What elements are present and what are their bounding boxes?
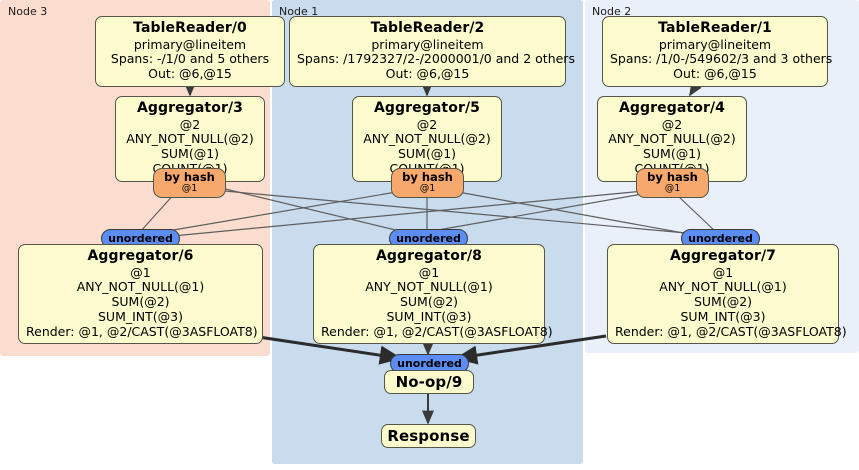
synchronizer-label: unordered bbox=[688, 232, 753, 245]
processor-detail-out: Out: @6,@15 bbox=[385, 66, 470, 81]
processor-title: Response bbox=[387, 426, 470, 445]
processor-title: Aggregator/4 bbox=[618, 100, 725, 116]
processor-detail-agg-2: SUM(@2) bbox=[111, 294, 170, 309]
processor-title: Aggregator/3 bbox=[136, 100, 243, 116]
processor-title: TableReader/0 bbox=[133, 20, 247, 36]
processor-title: Aggregator/7 bbox=[669, 248, 776, 264]
processor-detail-groupcol: @1 bbox=[418, 264, 440, 280]
processor-detail-render: Render: @1, @2/CAST(@3ASFLOAT8) bbox=[26, 323, 258, 339]
router-by-hash-left[interactable]: by hash @1 bbox=[153, 168, 226, 198]
processor-detail-spans: Spans: -/1/0 and 5 others bbox=[110, 51, 270, 67]
router-column: @1 bbox=[664, 182, 681, 194]
processor-title: No-op/9 bbox=[395, 372, 463, 391]
processor-tablereader-0[interactable]: TableReader/0 primary@lineitem Spans: -/… bbox=[95, 16, 285, 87]
processor-detail-table: primary@lineitem bbox=[658, 36, 772, 52]
processor-detail-groupcol: @2 bbox=[179, 116, 201, 132]
processor-detail-agg-3: SUM_INT(@3) bbox=[98, 308, 183, 324]
processor-aggregator-4[interactable]: Aggregator/4 @2 ANY_NOT_NULL(@2) SUM(@1)… bbox=[597, 96, 747, 182]
processor-detail-render: Render: @1, @2/CAST(@3ASFLOAT8) bbox=[321, 323, 553, 339]
router-by-hash-center[interactable]: by hash @1 bbox=[391, 168, 464, 198]
router-label: by hash bbox=[402, 170, 453, 184]
processor-tablereader-2[interactable]: TableReader/2 primary@lineitem Spans: /1… bbox=[289, 16, 575, 87]
processor-title: Aggregator/5 bbox=[373, 100, 480, 116]
synchronizer-unordered-center[interactable]: unordered bbox=[389, 229, 468, 248]
processor-detail-groupcol: @2 bbox=[416, 116, 438, 132]
processor-detail-agg-1: ANY_NOT_NULL(@2) bbox=[126, 131, 254, 147]
panel-label-node-2: Node 2 bbox=[592, 5, 632, 18]
processor-detail-agg-2: SUM(@1) bbox=[160, 146, 220, 161]
processor-detail-agg-1: ANY_NOT_NULL(@1) bbox=[76, 279, 205, 295]
processor-aggregator-7[interactable]: Aggregator/7 @1 ANY_NOT_NULL(@1) SUM(@2)… bbox=[607, 244, 847, 345]
processor-detail-agg-2: SUM(@1) bbox=[397, 146, 457, 161]
processor-detail-groupcol: @2 bbox=[661, 116, 683, 132]
processor-detail-agg-1: ANY_NOT_NULL(@2) bbox=[608, 131, 736, 147]
processor-title: TableReader/2 bbox=[370, 20, 485, 36]
processor-detail-agg-1: ANY_NOT_NULL(@1) bbox=[659, 279, 787, 295]
processor-tablereader-1[interactable]: TableReader/1 primary@lineitem Spans: /1… bbox=[602, 16, 833, 87]
processor-title: Aggregator/6 bbox=[87, 248, 194, 264]
processor-noop-9[interactable]: No-op/9 bbox=[384, 370, 474, 394]
router-label: by hash bbox=[164, 170, 215, 184]
processor-detail-render: Render: @1, @2/CAST(@3ASFLOAT8) bbox=[615, 323, 847, 339]
panel-label-node-1: Node 1 bbox=[279, 5, 319, 18]
synchronizer-label: unordered bbox=[397, 357, 462, 370]
processor-detail-table: primary@lineitem bbox=[133, 36, 247, 52]
processor-detail-agg-1: ANY_NOT_NULL(@1) bbox=[365, 279, 493, 295]
processor-detail-agg-3: SUM_INT(@3) bbox=[386, 308, 472, 324]
processor-detail-agg-1: ANY_NOT_NULL(@2) bbox=[363, 131, 491, 147]
panel-label-node-3: Node 3 bbox=[8, 5, 48, 18]
processor-detail-agg-2: SUM(@2) bbox=[693, 294, 753, 309]
processor-detail-out: Out: @6,@15 bbox=[673, 66, 757, 81]
router-by-hash-right[interactable]: by hash @1 bbox=[636, 168, 709, 198]
processor-detail-agg-2: SUM(@2) bbox=[399, 294, 459, 309]
processor-detail-groupcol: @1 bbox=[712, 264, 734, 280]
router-column: @1 bbox=[419, 182, 436, 194]
processor-detail-table: primary@lineitem bbox=[371, 36, 484, 52]
processor-detail-spans: Spans: /1/0-/549602/3 and 3 others bbox=[610, 51, 833, 67]
router-column: @1 bbox=[181, 182, 198, 194]
processor-title: TableReader/1 bbox=[658, 20, 772, 36]
processor-title: Aggregator/8 bbox=[375, 248, 482, 264]
processor-aggregator-8[interactable]: Aggregator/8 @1 ANY_NOT_NULL(@1) SUM(@2)… bbox=[313, 244, 553, 345]
processor-detail-agg-2: SUM(@1) bbox=[642, 146, 702, 161]
processor-aggregator-6[interactable]: Aggregator/6 @1 ANY_NOT_NULL(@1) SUM(@2)… bbox=[18, 244, 263, 345]
processor-detail-groupcol: @1 bbox=[130, 264, 151, 280]
synchronizer-label: unordered bbox=[108, 232, 173, 245]
processor-detail-out: Out: @6,@15 bbox=[148, 66, 232, 81]
processor-detail-spans: Spans: /1792327/2-/2000001/0 and 2 other… bbox=[297, 51, 575, 67]
processor-detail-agg-3: SUM_INT(@3) bbox=[680, 308, 766, 324]
router-label: by hash bbox=[647, 170, 698, 184]
synchronizer-label: unordered bbox=[396, 232, 461, 245]
processor-response[interactable]: Response bbox=[381, 424, 476, 448]
